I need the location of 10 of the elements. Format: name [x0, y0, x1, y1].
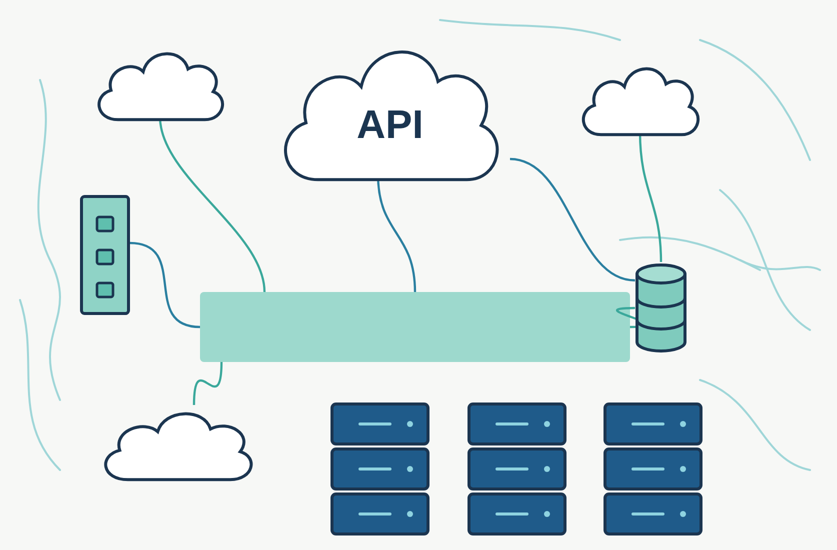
cloud-label: API: [356, 102, 424, 148]
database-cylinder: [635, 262, 687, 354]
connector-line: [192, 362, 223, 406]
data-band: [200, 292, 630, 362]
server-rack: [603, 402, 703, 537]
server-rack: [467, 402, 567, 537]
connector-line: [130, 242, 200, 328]
server-rack: [330, 402, 430, 537]
connector-line: [510, 158, 636, 282]
control-panel: [80, 195, 130, 315]
